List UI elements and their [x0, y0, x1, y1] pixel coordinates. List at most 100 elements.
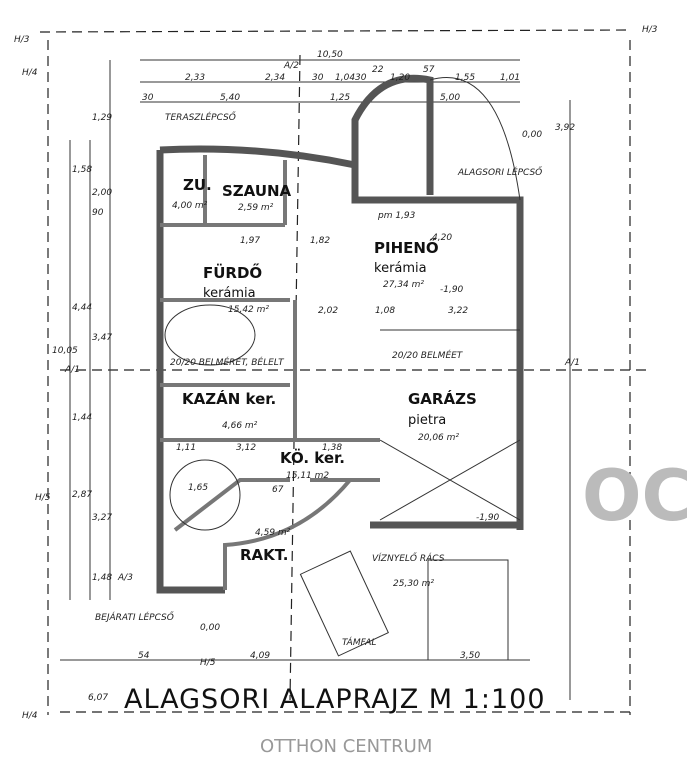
room-material-piheno: kerámia — [374, 261, 427, 276]
room-name-zu: ZU. — [183, 176, 212, 194]
dim-left: 3,27 — [92, 513, 112, 523]
watermark-text: OTTHON CENTRUM — [260, 736, 432, 757]
section-a1-right: A/1 — [564, 358, 580, 368]
dim-top: 5,00 — [440, 93, 460, 103]
outer-wall-left — [156, 150, 225, 594]
label-alagsori-lepcso: ALAGSORI LÉPCSŐ — [457, 166, 542, 178]
dim-top: 30 — [142, 93, 154, 103]
room-name-szauna: SZAUNA — [222, 182, 292, 200]
dim-inner: 1,08 — [375, 306, 395, 316]
dim-left: 3,92 — [555, 123, 575, 133]
dim-top: 57 — [423, 65, 435, 75]
dim-inner: 1,38 — [322, 443, 342, 453]
dim-left: 10,05 — [52, 346, 78, 356]
dim-top: 1,25 — [330, 93, 350, 103]
dim-left: 1,29 — [92, 113, 112, 123]
dim-inner: 3,22 — [448, 306, 468, 316]
dim-left: 6,07 — [88, 693, 108, 703]
dim-top: 30 — [355, 73, 367, 83]
section-h4-bottom: H/4 — [22, 711, 38, 721]
room-area-zu: 4,00 m² — [172, 201, 208, 211]
room-name-rakt: RAKT. — [240, 546, 288, 564]
room-area-garazs: 20,06 m² — [418, 433, 459, 443]
room-area-piheno: 27,34 m² — [383, 280, 424, 290]
spiral-stair — [169, 459, 241, 531]
room-name-ko: KÖ. ker. — [280, 448, 345, 467]
dim-top: 2,33 — [185, 73, 205, 83]
dim-top: 1,01 — [500, 73, 520, 83]
dim-inner: 67 — [272, 485, 284, 495]
section-a3: A/3 — [117, 573, 133, 583]
garage-lines — [379, 329, 521, 521]
room-area-rakt: 4,59 m² — [255, 528, 291, 538]
dim-left: 1,44 — [72, 413, 92, 423]
dimension-left-texts: 3,92 1,58 2,00 1,29 90 10,05 4,44 3,47 1… — [52, 113, 575, 703]
label-pm: pm 1,93 — [377, 211, 416, 221]
label-teraszlepcso: TERASZLÉPCSŐ — [165, 111, 236, 123]
level-garazs: -1,90 — [476, 513, 500, 523]
room-area-szauna: 2,59 m² — [238, 203, 274, 213]
label-tamfal: TÁMFAL — [342, 636, 376, 648]
bathtub — [164, 304, 256, 366]
dim-left: 3,47 — [92, 333, 112, 343]
dim-top: 10,50 — [317, 50, 343, 60]
dim-top: 1,20 — [390, 73, 410, 83]
room-material-furdo: kerámia — [203, 286, 256, 301]
dim-inner: 54 — [138, 651, 150, 661]
label-viznyelo: VÍZNYELŐ RÁCS — [372, 552, 445, 564]
dim-left: 2,00 — [92, 188, 112, 198]
dim-inner: 4,20 — [432, 233, 452, 243]
interior-walls-lower — [173, 478, 380, 590]
dim-top: 1,04 — [335, 73, 355, 83]
section-h5-bottom: H/5 — [200, 658, 216, 668]
dim-top: 22 — [372, 65, 384, 75]
dimension-inner-texts: 1,97 1,82 4,20 2,02 1,08 3,22 1,11 3,12 … — [138, 233, 480, 661]
dim-top: 1,55 — [455, 73, 475, 83]
section-a1-left: A/1 — [64, 365, 80, 375]
dim-left: 90 — [92, 208, 104, 218]
dimension-top-texts: 10,50 2,33 2,34 30 1,04 30 22 1,20 57 1,… — [142, 50, 520, 103]
section-line-top — [39, 29, 631, 33]
dim-inner: 3,12 — [236, 443, 256, 453]
label-belmeret-right: 20/20 BELMÉET — [392, 349, 464, 361]
dim-inner: 1,97 — [240, 236, 260, 246]
room-name-piheno: PIHENŐ — [374, 237, 439, 257]
label-belmeret-left: 20/20 BELMÉRET, BÉLELT — [170, 356, 285, 368]
room-area-furdo: 15,42 m² — [228, 305, 269, 315]
room-name-kazan: KAZÁN ker. — [182, 389, 276, 408]
dim-inner: 4,09 — [250, 651, 270, 661]
dim-top: 2,34 — [265, 73, 285, 83]
dim-left: 4,44 — [72, 303, 92, 313]
stair-wall — [351, 74, 434, 195]
dim-inner: 2,02 — [318, 306, 338, 316]
level-bottom: 0,00 — [200, 623, 220, 633]
room-area-kazan: 4,66 m² — [222, 421, 258, 431]
car-outside — [299, 550, 389, 657]
dim-top: 30 — [312, 73, 324, 83]
dim-inner: 1,65 — [188, 483, 208, 493]
room-material-garazs: pietra — [408, 413, 446, 428]
dim-left: 1,58 — [72, 165, 92, 175]
room-name-furdo: FÜRDŐ — [203, 262, 262, 282]
level-top: 0,00 — [522, 130, 542, 140]
dim-inner: 1,11 — [176, 443, 196, 453]
section-h3-right: H/3 — [642, 25, 658, 35]
dim-left: 2,87 — [72, 490, 92, 500]
label-outside-area: 25,30 m² — [393, 579, 434, 589]
dim-inner: 1,82 — [310, 236, 330, 246]
room-name-garazs: GARÁZS — [408, 389, 477, 408]
drawing-title: ALAGSORI ALAPRAJZ M 1:100 — [124, 684, 546, 715]
section-h4-left: H/4 — [22, 68, 38, 78]
dim-left: 1,48 — [92, 573, 112, 583]
room-area-ko: 15,11 m2 — [286, 471, 329, 481]
label-bejarati-lepcso: BEJÁRATI LÉPCSŐ — [95, 611, 174, 623]
outer-wall-top — [159, 145, 524, 530]
dim-top: 5,40 — [220, 93, 240, 103]
section-a2: A/2 — [283, 61, 299, 71]
interior-walls — [160, 155, 380, 442]
logo-oc: OC — [582, 455, 687, 537]
car-garage — [427, 559, 509, 661]
section-h3-left: H/3 — [14, 35, 30, 45]
level-piheno: -1,90 — [440, 285, 464, 295]
